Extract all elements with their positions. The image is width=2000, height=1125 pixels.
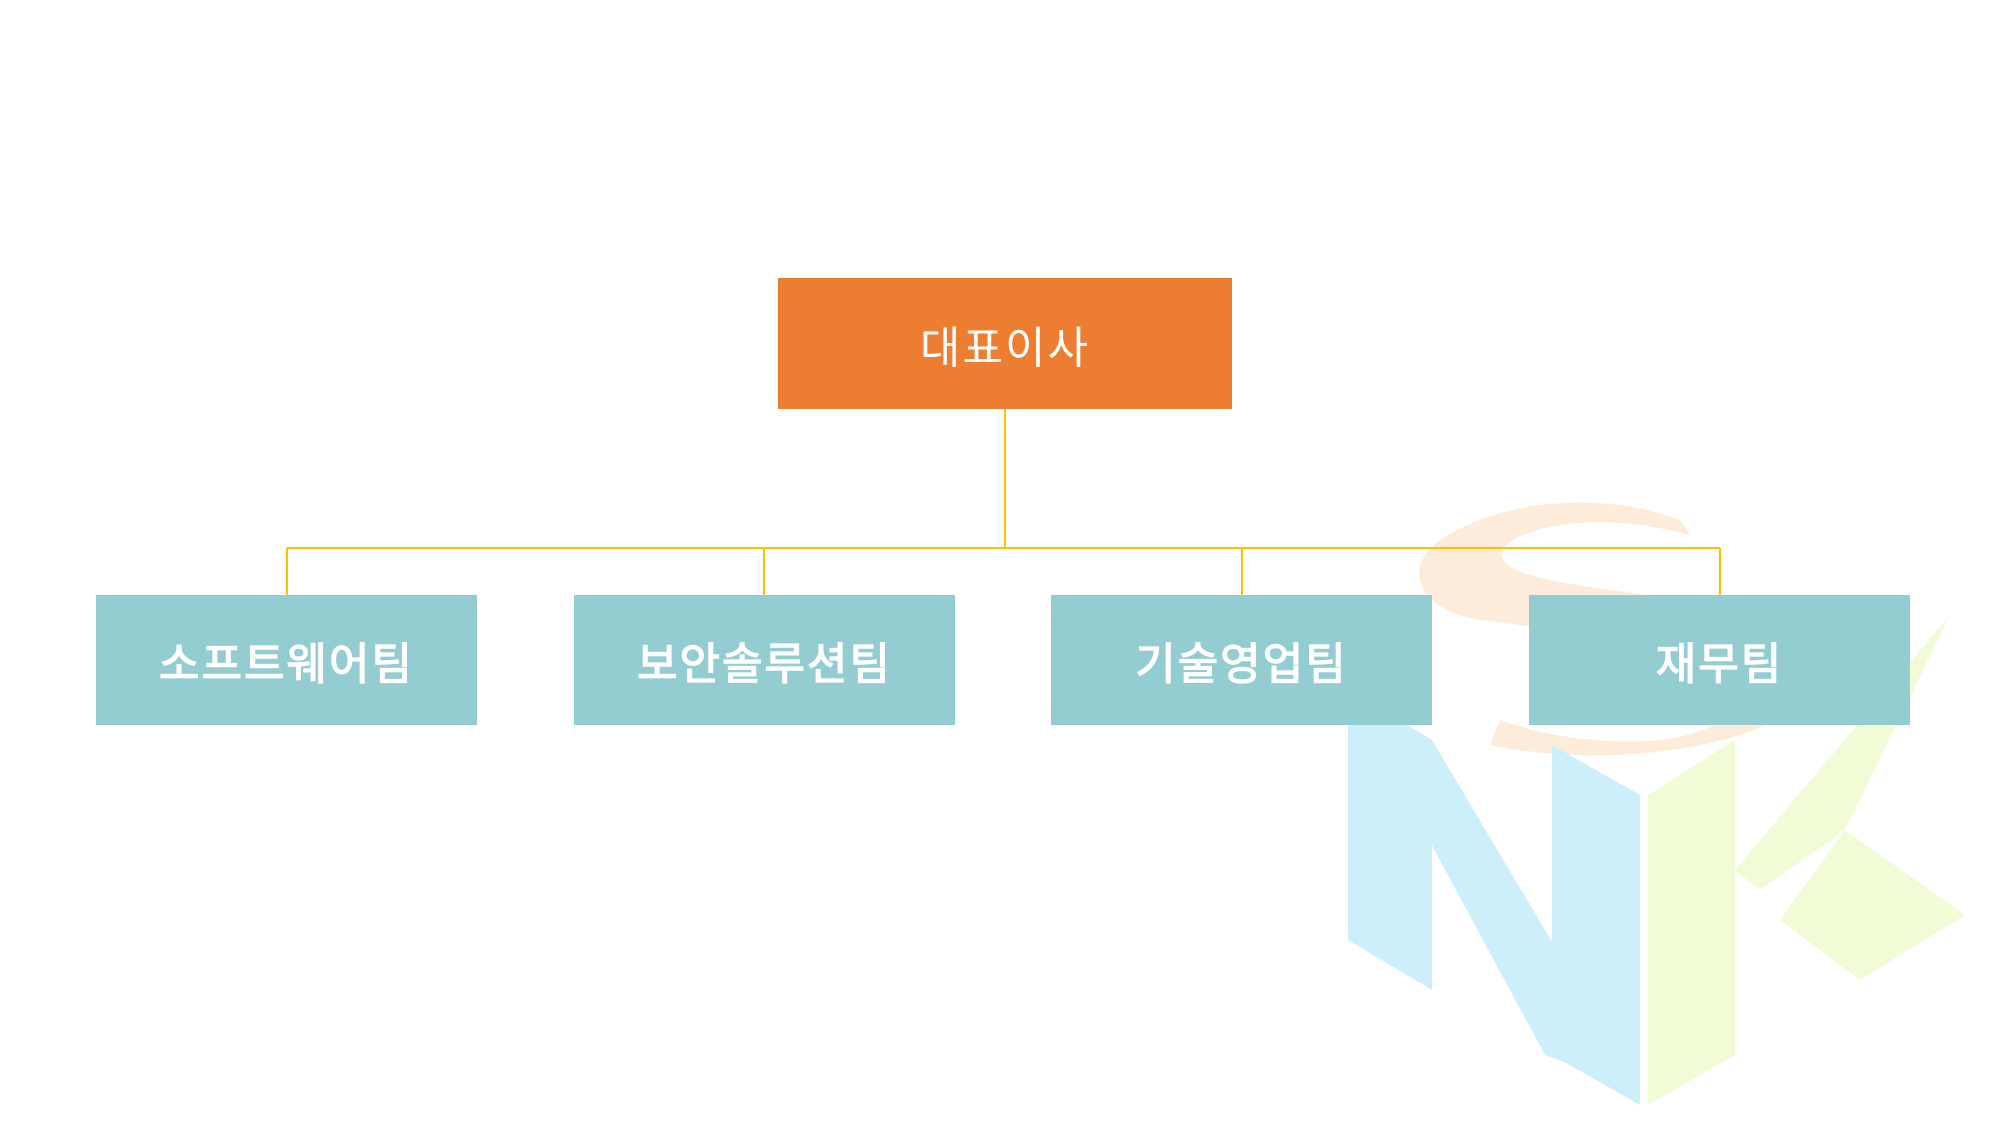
node-software-team: 소프트웨어팀 (96, 595, 477, 725)
node-software-team-label: 소프트웨어팀 (159, 639, 414, 690)
node-technical-sales-team: 기술영업팀 (1051, 595, 1432, 725)
node-security-solution-team-label: 보안솔루션팀 (637, 639, 892, 690)
node-technical-sales-team-label: 기술영업팀 (1135, 639, 1348, 690)
node-security-solution-team: 보안솔루션팀 (574, 595, 955, 725)
node-finance-team-label: 재무팀 (1655, 639, 1784, 690)
node-ceo-label: 대표이사 (920, 322, 1090, 374)
logo-k-lower-arm (1780, 830, 1965, 980)
node-finance-team: 재무팀 (1529, 595, 1910, 725)
node-ceo: 대표이사 (778, 278, 1232, 409)
logo-n-right-bar (1552, 745, 1640, 1105)
logo-k-stem (1648, 740, 1735, 1105)
